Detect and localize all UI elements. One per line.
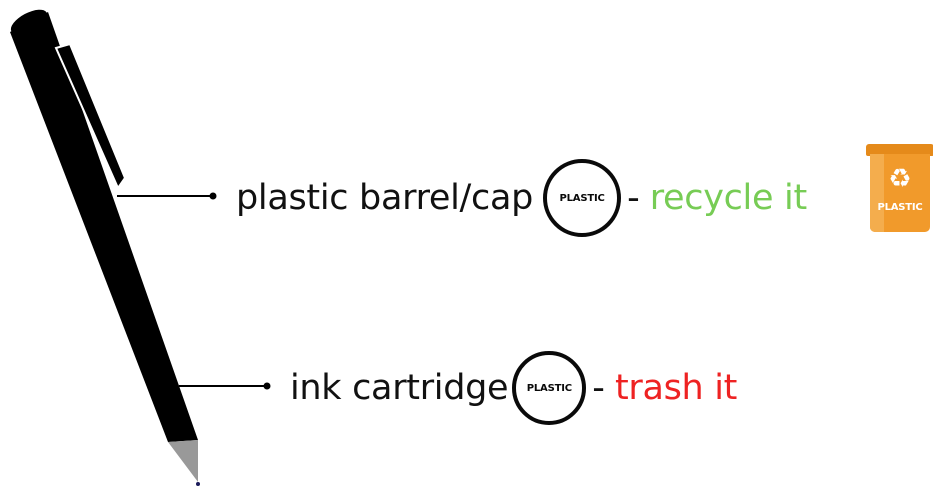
barrel-label-row: plastic barrel/cap PLASTIC - recycle it: [236, 159, 807, 237]
pen-tip: [168, 440, 198, 482]
recycling-bin-icon: ♻ PLASTIC: [866, 144, 933, 232]
cartridge-dash: -: [592, 367, 605, 408]
pen-barrel: [10, 12, 198, 442]
barrel-dash: -: [627, 177, 640, 218]
cartridge-connector-dot: [263, 382, 271, 390]
barrel-connector-dot: [209, 192, 217, 200]
cartridge-label: ink cartridge: [290, 367, 509, 408]
bin-label: PLASTIC: [877, 202, 923, 213]
pen-point: [196, 482, 200, 486]
pen-icon: [10, 9, 200, 486]
pen-clip: [54, 42, 127, 191]
cartridge-label-row: ink cartridge PLASTIC - trash it: [290, 351, 737, 425]
recycle-symbol-icon: ♻: [888, 164, 912, 194]
pen-cap-end: [10, 9, 48, 35]
plastic-badge-icon: PLASTIC: [512, 351, 587, 425]
barrel-label: plastic barrel/cap: [236, 177, 534, 218]
barrel-action: recycle it: [649, 177, 807, 218]
plastic-badge-icon: PLASTIC: [543, 159, 622, 237]
bin-lid: [866, 144, 933, 156]
bin-body: ♻ PLASTIC: [870, 154, 930, 232]
cartridge-action: trash it: [614, 367, 738, 408]
